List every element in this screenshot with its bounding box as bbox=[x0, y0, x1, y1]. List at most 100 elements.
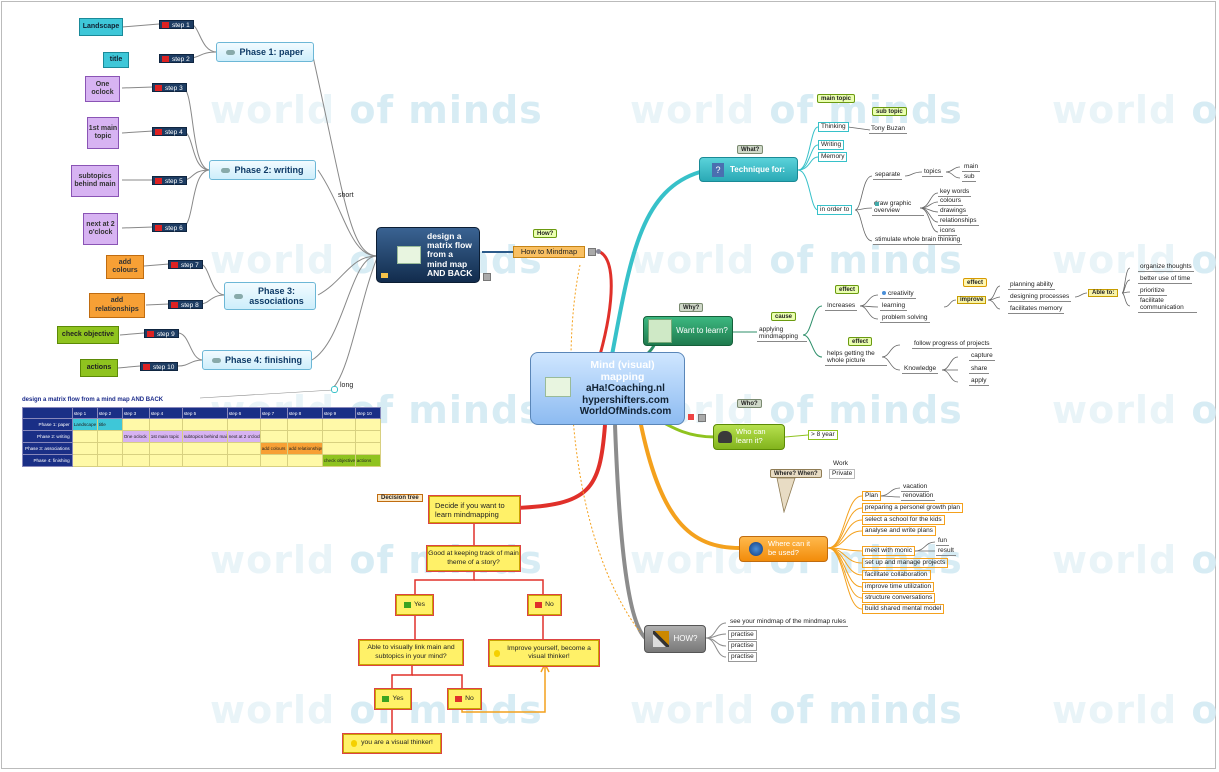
relationships-node[interactable]: relationships bbox=[938, 217, 979, 226]
technique-node[interactable]: ? Technique for: bbox=[699, 157, 798, 182]
how-item-practise-3[interactable]: practise bbox=[728, 652, 757, 662]
step-tag: step 8 bbox=[168, 300, 203, 309]
yes-1-node[interactable]: Yes bbox=[395, 594, 434, 616]
private-node[interactable]: Private bbox=[829, 469, 856, 479]
key-words-node[interactable]: key words bbox=[938, 188, 972, 197]
designing-processes-node[interactable]: designing processes bbox=[1008, 293, 1072, 302]
drawings-node[interactable]: drawings bbox=[938, 207, 969, 216]
where-item[interactable]: preparing a personel growth plan bbox=[862, 503, 964, 513]
no-2-node[interactable]: No bbox=[447, 688, 482, 710]
how-node[interactable]: HOW? bbox=[644, 625, 706, 653]
apply-node[interactable]: apply bbox=[969, 377, 989, 386]
knowledge-node[interactable]: Knowledge bbox=[902, 365, 939, 374]
where-item[interactable]: facilitate collaboration bbox=[862, 570, 931, 580]
no-1-node[interactable]: No bbox=[527, 594, 562, 616]
renovation-node[interactable]: renovation bbox=[901, 492, 936, 501]
how-item-practise-1[interactable]: practise bbox=[728, 630, 757, 640]
want-to-learn-node[interactable]: Want to learn? bbox=[643, 316, 733, 346]
step-tag: step 9 bbox=[144, 329, 179, 338]
matrix-cell bbox=[71, 430, 98, 443]
expand-icon[interactable] bbox=[331, 386, 338, 393]
vacation-node[interactable]: vacation bbox=[901, 483, 930, 492]
cause-tag: cause bbox=[771, 312, 797, 321]
item-add-relationships[interactable]: add relationships bbox=[89, 293, 145, 318]
stimulate-node[interactable]: stimulate whole brain thinking bbox=[873, 236, 963, 245]
separate-node[interactable]: separate bbox=[873, 171, 903, 180]
facilitates-memory-node[interactable]: facilitates memory bbox=[1008, 305, 1065, 314]
work-node[interactable]: Work bbox=[833, 460, 849, 467]
main-node[interactable]: main bbox=[962, 163, 981, 172]
how-to-mindmap-node[interactable]: How to Mindmap bbox=[513, 246, 585, 258]
where-item[interactable]: structure conversations bbox=[862, 593, 936, 603]
yes-2-node[interactable]: Yes bbox=[374, 688, 412, 710]
item-subtopics[interactable]: subtopics behind main bbox=[71, 165, 119, 197]
in-order-to-node[interactable]: in order to bbox=[817, 205, 853, 215]
share-node[interactable]: share bbox=[969, 365, 990, 374]
where-item[interactable]: set up and manage projects bbox=[862, 558, 949, 568]
organize-thoughts-node[interactable]: organize thoughts bbox=[1138, 263, 1194, 272]
phase-1-node[interactable]: Phase 1: paper bbox=[216, 42, 314, 62]
result-node[interactable]: result bbox=[936, 547, 956, 556]
learning-node[interactable]: learning bbox=[880, 302, 908, 311]
how-item-practise-2[interactable]: practise bbox=[728, 641, 757, 651]
item-next-2-oclock[interactable]: next at 2 o'clock bbox=[83, 213, 118, 245]
tony-buzan-node[interactable]: Tony Buzan bbox=[869, 125, 907, 134]
capture-node[interactable]: capture bbox=[969, 352, 995, 361]
writing-node[interactable]: Writing bbox=[818, 140, 845, 150]
where-used-node[interactable]: Where can it be used? bbox=[739, 536, 828, 562]
topics-node[interactable]: topics bbox=[922, 168, 943, 177]
sub-node[interactable]: sub bbox=[962, 173, 977, 182]
fun-node[interactable]: fun bbox=[936, 537, 950, 546]
where-item[interactable]: improve time utilization bbox=[862, 582, 935, 592]
design-matrix-node[interactable]: design a matrix flow from a mind map AND… bbox=[376, 227, 480, 283]
good-at-tracking-node[interactable]: Good at keeping track of main theme of a… bbox=[426, 545, 521, 572]
plan-node[interactable]: Plan bbox=[862, 491, 882, 501]
matrix-header-cell: step 8 bbox=[286, 407, 323, 419]
item-add-colours[interactable]: add colours bbox=[106, 255, 144, 279]
planning-ability-node[interactable]: planning ability bbox=[1008, 281, 1056, 290]
prioritize-node[interactable]: prioritize bbox=[1138, 287, 1167, 296]
age-node[interactable]: > 8 year bbox=[808, 430, 838, 440]
item-check-objective[interactable]: check objective bbox=[57, 326, 119, 344]
phase-4-node[interactable]: Phase 4: finishing bbox=[202, 350, 312, 370]
who-tag: Who? bbox=[737, 399, 762, 408]
item-actions[interactable]: actions bbox=[80, 359, 118, 377]
better-use-of-time-node[interactable]: better use of time bbox=[1138, 275, 1193, 284]
creativity-node[interactable]: creativity bbox=[880, 290, 916, 299]
task-icon bbox=[688, 414, 694, 420]
who-can-learn-node[interactable]: Who can learn it? bbox=[713, 424, 785, 450]
helps-whole-picture-node[interactable]: helps getting the whole picture bbox=[825, 350, 887, 366]
draw-graphic-node[interactable]: draw graphic overview bbox=[872, 200, 924, 216]
central-line4: WorldOfMinds.com bbox=[579, 406, 672, 418]
increases-node[interactable]: Increases bbox=[825, 302, 858, 311]
step-tag: step 2 bbox=[159, 54, 194, 63]
colours-node[interactable]: colours bbox=[938, 197, 963, 206]
improve-node[interactable]: improve bbox=[957, 296, 987, 304]
item-title[interactable]: title bbox=[103, 52, 129, 68]
where-item[interactable]: select a school for the kids bbox=[862, 515, 945, 525]
phase-3-node[interactable]: Phase 3: associations bbox=[224, 282, 316, 310]
how-item-rules[interactable]: see your mindmap of the mindmap rules bbox=[728, 618, 848, 627]
improve-yourself-node[interactable]: Improve yourself, become a visual thinke… bbox=[488, 639, 600, 667]
item-1st-main-topic[interactable]: 1st main topic bbox=[87, 117, 119, 149]
where-item[interactable]: meet with monic bbox=[862, 546, 915, 556]
phase-2-node[interactable]: Phase 2: writing bbox=[209, 160, 316, 180]
item-one-oclock[interactable]: One oclock bbox=[85, 76, 120, 102]
item-landscape[interactable]: Landscape bbox=[79, 18, 123, 36]
problem-solving-node[interactable]: problem solving bbox=[880, 314, 930, 323]
facilitate-communication-node[interactable]: facilitate communication bbox=[1138, 297, 1197, 313]
memory-node[interactable]: Memory bbox=[818, 152, 848, 162]
matrix-header-cell: step 5 bbox=[181, 407, 228, 419]
applying-mindmapping-node[interactable]: applying mindmapping bbox=[757, 326, 807, 342]
follow-progress-node[interactable]: follow progress of projects bbox=[912, 340, 992, 349]
central-node[interactable]: Mind (visual) mapping aHa!Coaching.nl hy… bbox=[530, 352, 685, 425]
icons-node[interactable]: icons bbox=[938, 227, 958, 236]
visual-thinker-node[interactable]: you are a visual thinker! bbox=[342, 733, 442, 754]
where-item[interactable]: analyse and write plans bbox=[862, 526, 936, 536]
where-item[interactable]: build shared mental model bbox=[862, 604, 945, 614]
thinking-node[interactable]: Thinking bbox=[818, 122, 849, 132]
effect-tag-3: effect bbox=[848, 337, 873, 346]
able-to-link-node[interactable]: Able to visually link main and subtopics… bbox=[358, 639, 464, 666]
able-to-node[interactable]: Able to: bbox=[1088, 289, 1119, 297]
decide-node[interactable]: Decide if you want to learn mindmapping bbox=[428, 495, 521, 524]
